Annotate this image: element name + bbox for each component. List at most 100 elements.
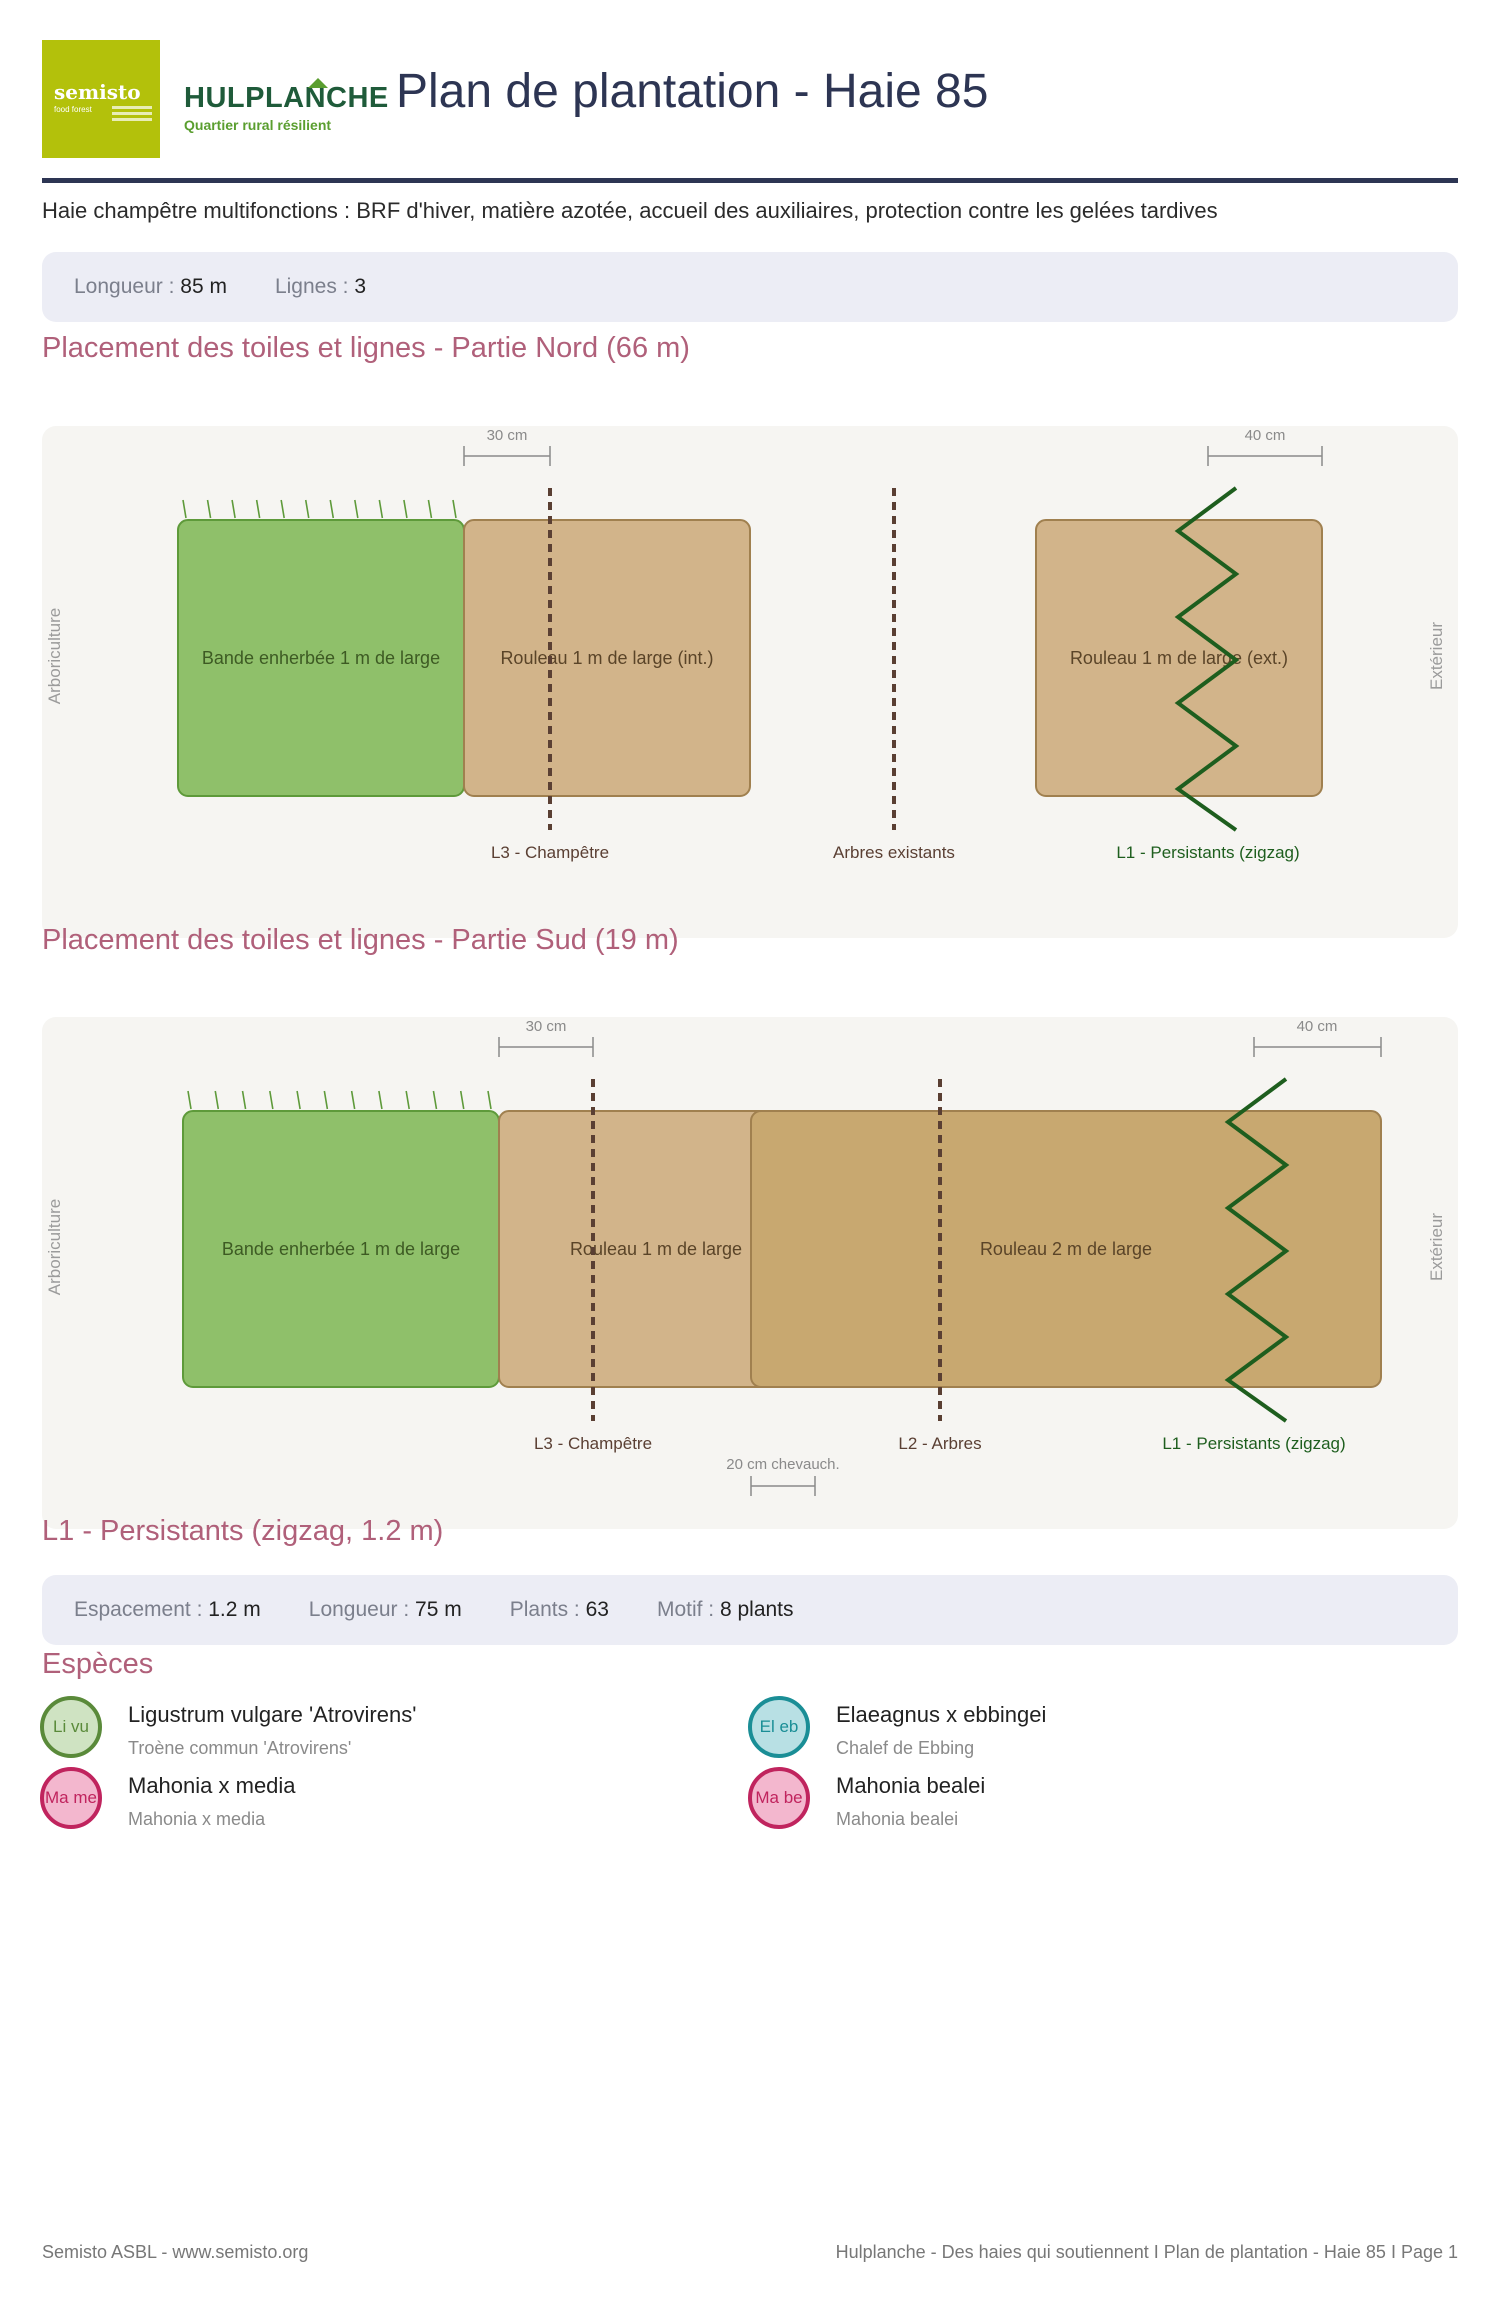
- species-latin: Elaeagnus x ebbingei: [836, 1702, 1047, 1727]
- north-diagram: Arboriculture Extérieur Bande enherbée 1…: [42, 426, 1458, 938]
- species-badge: Ma me: [40, 1767, 102, 1829]
- north-line-trees-label: Arbres existants: [833, 843, 955, 862]
- grass-blade: [296, 1090, 301, 1110]
- l1-stats-bar: Espacement : 1.2 m Longueur : 75 m Plant…: [42, 1575, 1458, 1645]
- north-side-right: Extérieur: [1427, 622, 1446, 690]
- grass-blade: [427, 499, 433, 519]
- species-common: Chalef de Ebbing: [836, 1738, 975, 1758]
- grass-blade: [405, 1090, 410, 1110]
- south-diagram: Arboriculture Extérieur Bande enherbée 1…: [42, 1017, 1458, 1529]
- grass-blade: [231, 499, 236, 519]
- species-common: Mahonia bealei: [836, 1809, 959, 1829]
- grass-blade: [323, 1090, 329, 1110]
- grass-blade: [487, 1090, 492, 1110]
- north-roll-ext-label: Rouleau 1 m de large (ext.): [1070, 648, 1288, 668]
- north-roll-int: [463, 519, 751, 797]
- south-dim-right: [1253, 1037, 1382, 1057]
- south-band-grass-label: Bande enherbée 1 m de large: [222, 1239, 460, 1259]
- grass-blade: [329, 499, 335, 519]
- l1-section-title: L1 - Persistants (zigzag, 1.2 m): [42, 1515, 444, 1547]
- page-subtitle: Haie champêtre multifonctions : BRF d'hi…: [42, 198, 1218, 223]
- page-header: semisto food forest HULPLANCHE Quartier …: [42, 40, 1458, 180]
- south-dim-right-label: 40 cm: [1297, 1018, 1338, 1035]
- hulplanche-logo: HULPLANCHE Quartier rural résilient: [184, 78, 394, 144]
- grass-blade: [214, 1090, 220, 1110]
- species-section-title: Espèces: [42, 1648, 154, 1680]
- species-latin: Mahonia x media: [128, 1773, 296, 1798]
- south-grass-blades: [187, 1090, 492, 1110]
- header-divider: [42, 178, 1458, 183]
- grass-blade: [182, 499, 187, 519]
- south-roll-2m: [750, 1110, 1382, 1388]
- grass-blade: [459, 1090, 465, 1110]
- species-badge: Ma be: [748, 1767, 810, 1829]
- semisto-logo-name: semisto: [54, 80, 141, 104]
- north-grass-blades: [182, 499, 457, 519]
- species-common: Mahonia x media: [128, 1809, 266, 1829]
- species-badge: El eb: [748, 1696, 810, 1758]
- species-item-mahonia-bealei: Ma be Mahonia bealei Mahonia bealei: [748, 1767, 1428, 1837]
- north-dim-left: [463, 446, 551, 466]
- south-side-right: Extérieur: [1427, 1213, 1446, 1281]
- grass-blade: [354, 499, 359, 519]
- north-zigzag-l1: [1174, 486, 1240, 832]
- grass-blade: [206, 499, 212, 519]
- south-line-l3-label: L3 - Champêtre: [534, 1434, 652, 1453]
- south-line-l1-label: L1 - Persistants (zigzag): [1162, 1434, 1345, 1453]
- north-dim-right-label: 40 cm: [1245, 427, 1286, 444]
- south-dim-left-label: 30 cm: [526, 1018, 567, 1035]
- species-latin: Ligustrum vulgare 'Atrovirens': [128, 1702, 417, 1727]
- house-icon: [308, 78, 328, 88]
- south-roll-1m-label: Rouleau 1 m de large: [570, 1239, 742, 1259]
- north-band-grass-label: Bande enherbée 1 m de large: [202, 648, 440, 668]
- footer-left: Semisto ASBL - www.semisto.org: [42, 2242, 309, 2262]
- grass-blade: [452, 499, 457, 519]
- species-latin: Mahonia bealei: [836, 1773, 986, 1798]
- north-roll-ext: [1035, 519, 1323, 797]
- species-common: Troène commun 'Atrovirens': [128, 1738, 352, 1758]
- semisto-logo-decoration: [112, 106, 152, 109]
- north-dim-left-label: 30 cm: [487, 427, 528, 444]
- summary-length: Longueur : 85 m: [74, 275, 227, 298]
- south-dim-left: [498, 1037, 594, 1057]
- l1-stat-length: Longueur : 75 m: [308, 1598, 462, 1621]
- grass-blade: [403, 499, 408, 519]
- north-line-l1-label: L1 - Persistants (zigzag): [1116, 843, 1299, 862]
- footer-right: Hulplanche - Des haies qui soutiennent I…: [835, 2242, 1458, 2262]
- semisto-logo-tagline: food forest: [54, 105, 92, 114]
- grass-blade: [255, 499, 261, 519]
- north-section-title: Placement des toiles et lignes - Partie …: [42, 332, 690, 364]
- grass-blade: [350, 1090, 356, 1110]
- summary-lines: Lignes : 3: [274, 275, 367, 298]
- north-diagram-svg: Arboriculture Extérieur Bande enherbée 1…: [45, 427, 1446, 862]
- south-overlap-dim: [750, 1476, 816, 1496]
- south-line-l2-label: L2 - Arbres: [898, 1434, 981, 1453]
- south-diagram-svg: Arboriculture Extérieur Bande enherbée 1…: [45, 1018, 1446, 1496]
- south-side-left: Arboriculture: [45, 1199, 64, 1295]
- grass-blade: [378, 1090, 383, 1110]
- species-list: Li vu Ligustrum vulgare 'Atrovirens' Tro…: [40, 1696, 1460, 1846]
- north-roll-int-label: Rouleau 1 m de large (int.): [500, 648, 713, 668]
- grass-blade: [187, 1090, 192, 1110]
- south-zigzag-l1: [1224, 1077, 1290, 1423]
- grass-blade: [269, 1090, 274, 1110]
- hulplanche-logo-tagline: Quartier rural résilient: [184, 117, 332, 133]
- grass-blade: [432, 1090, 438, 1110]
- grass-blade: [241, 1090, 247, 1110]
- semisto-logo: semisto food forest: [42, 40, 160, 158]
- l1-stat-plants: Plants : 63: [509, 1598, 609, 1621]
- page-title: Plan de plantation - Haie 85: [396, 65, 989, 118]
- south-roll-2m-label: Rouleau 2 m de large: [980, 1239, 1152, 1259]
- north-dim-right: [1207, 446, 1323, 466]
- species-item-ligustrum: Li vu Ligustrum vulgare 'Atrovirens' Tro…: [40, 1696, 720, 1766]
- species-badge: Li vu: [40, 1696, 102, 1758]
- grass-blade: [378, 499, 384, 519]
- grass-blade: [304, 499, 310, 519]
- south-section-title: Placement des toiles et lignes - Partie …: [42, 924, 679, 956]
- species-item-mahonia-media: Ma me Mahonia x media Mahonia x media: [40, 1767, 720, 1837]
- north-line-l3-label: L3 - Champêtre: [491, 843, 609, 862]
- grass-blade: [280, 499, 285, 519]
- species-item-elaeagnus: El eb Elaeagnus x ebbingei Chalef de Ebb…: [748, 1696, 1428, 1766]
- summary-bar: Longueur : 85 m Lignes : 3: [42, 252, 1458, 322]
- south-overlap-label: 20 cm chevauch.: [726, 1456, 839, 1473]
